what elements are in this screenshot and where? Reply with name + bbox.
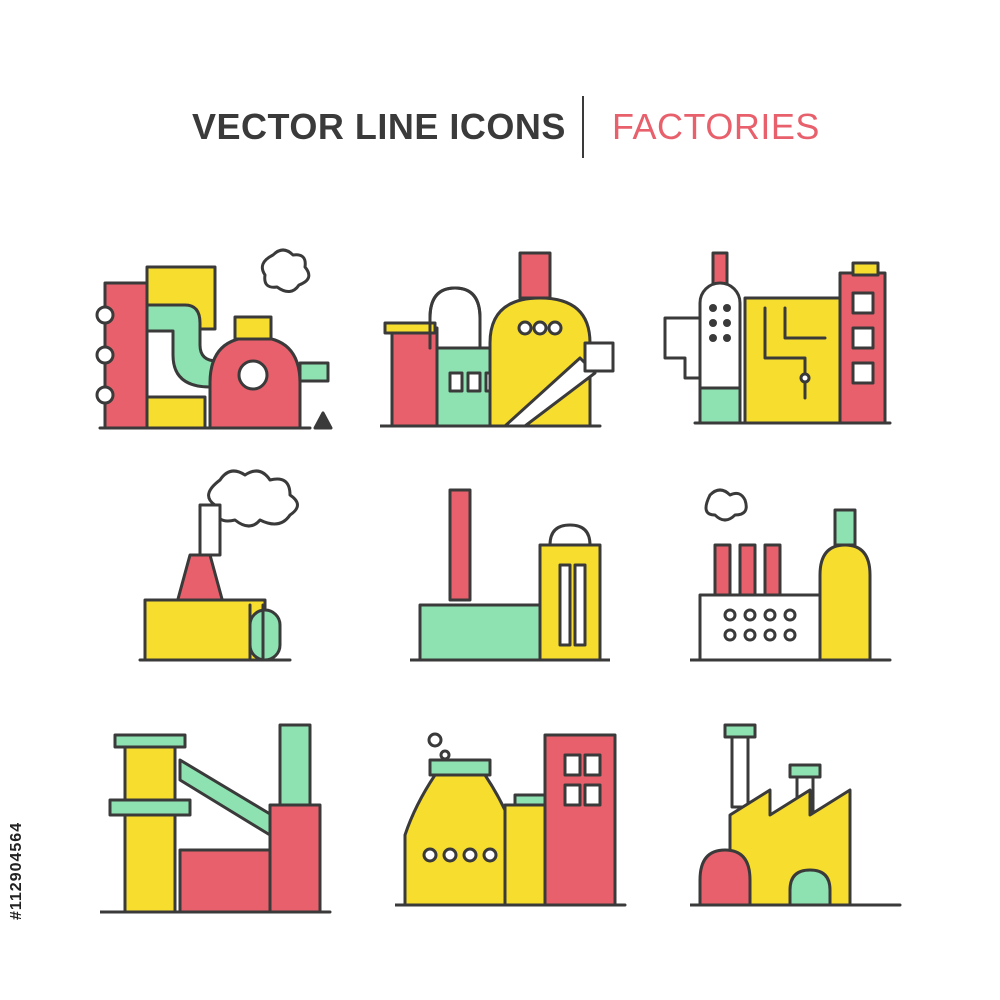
title-left: VECTOR LINE ICONS — [192, 106, 566, 147]
factory-icon-8 — [395, 732, 627, 907]
factory-icon-5 — [410, 488, 610, 662]
factory-icon-9 — [690, 723, 902, 907]
side-id: #112904564 — [8, 821, 25, 920]
factory-icon-6 — [690, 488, 892, 662]
factory-icon-4 — [138, 469, 299, 662]
factory-icon-3 — [663, 251, 892, 425]
title-right: FACTORIES — [612, 106, 820, 147]
header: VECTOR LINE ICONS FACTORIES — [0, 96, 1000, 166]
factory-icon-7 — [100, 723, 332, 914]
title-divider — [582, 96, 584, 158]
factory-icon-1 — [95, 248, 333, 430]
factory-icon-2 — [380, 251, 615, 428]
